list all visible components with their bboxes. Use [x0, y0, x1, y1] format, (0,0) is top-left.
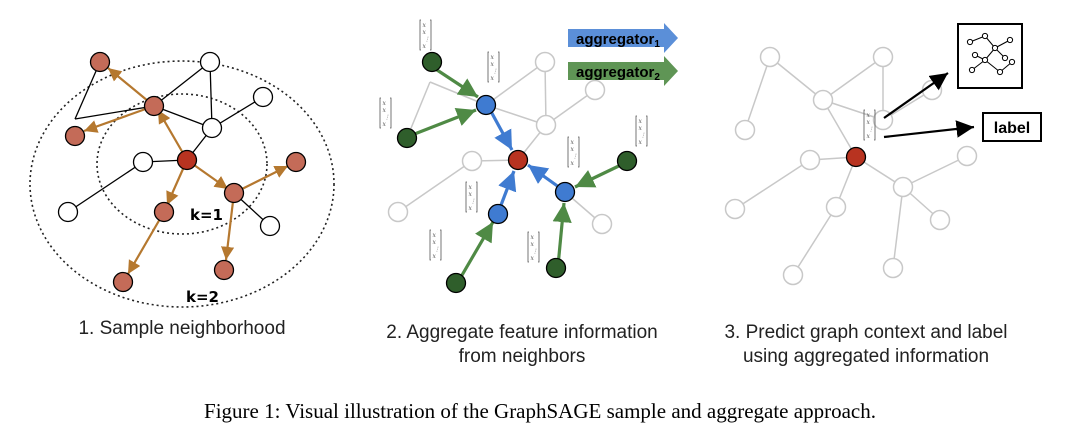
hop2-node — [616, 150, 638, 172]
hop1-node — [487, 203, 509, 225]
graph-node — [57, 201, 79, 223]
aggregator2-legend: aggregator2 — [568, 56, 678, 86]
graph-node — [132, 151, 154, 173]
nodes-panel1 — [57, 51, 307, 293]
panel2-title-line1: 2. Aggregate feature information — [386, 322, 657, 343]
panel2-title-line2: from neighbors — [459, 346, 586, 367]
nodes-panel2 — [396, 51, 638, 294]
panel1-title: 1. Sample neighborhood — [78, 318, 285, 339]
label-text: label — [994, 120, 1030, 137]
hop1-node — [554, 181, 576, 203]
panel-aggregate: aggregator1 aggregator2 2. Aggregate fea… — [379, 19, 678, 367]
panel3-title-line1: 3. Predict graph context and label — [724, 322, 1007, 343]
hop1-node — [475, 94, 497, 116]
sampled-node — [285, 151, 307, 173]
svg-text:aggregator1: aggregator1 — [576, 31, 660, 50]
label-arrow — [883, 120, 975, 139]
target-node — [845, 146, 867, 168]
panel-predict: label 3. Predict graph context and label… — [724, 23, 1042, 367]
aggregator2-edges — [411, 66, 626, 283]
hop2-node — [421, 51, 443, 73]
sampled-node — [143, 95, 165, 117]
panel3-title-line2: using aggregated information — [743, 346, 989, 367]
faded-nodes — [724, 46, 978, 286]
graph-node — [259, 215, 281, 237]
target-node — [507, 149, 529, 171]
figure-caption: Figure 1: Visual illustration of the Gra… — [204, 399, 876, 423]
hop2-node — [545, 257, 567, 279]
graph-node — [252, 86, 274, 108]
k2-boundary — [29, 60, 335, 308]
sampled-node — [89, 51, 111, 73]
graph-node — [201, 117, 223, 139]
label-box: label — [982, 112, 1042, 142]
graph-context-arrow — [883, 72, 949, 119]
hop2-node — [396, 127, 418, 149]
faded-nodes — [387, 51, 613, 235]
sampled-node — [64, 125, 86, 147]
panel-sample-neighborhood: k=1 k=2 1. Sample neighborhood — [29, 51, 335, 339]
sampled-node — [112, 271, 134, 293]
k1-boundary — [96, 93, 268, 235]
k1-label: k=1 — [190, 206, 223, 224]
aggregator1-legend: aggregator1 — [568, 23, 678, 53]
sampled-node — [153, 201, 175, 223]
aggregator2-text: aggregator — [576, 64, 655, 81]
svg-text:aggregator2: aggregator2 — [576, 64, 660, 83]
aggregator2-sub: 2 — [654, 72, 660, 83]
k2-label: k=2 — [186, 288, 219, 306]
graph-context-box — [957, 23, 1023, 89]
hop2-node — [445, 272, 467, 294]
aggregator1-sub: 1 — [654, 39, 660, 50]
sampled-node — [223, 182, 245, 204]
sampled-node — [213, 259, 235, 281]
aggregator1-text: aggregator — [576, 31, 655, 48]
aggregated-feature-vector — [863, 109, 876, 141]
target-node — [176, 149, 198, 171]
graph-node — [199, 51, 221, 73]
